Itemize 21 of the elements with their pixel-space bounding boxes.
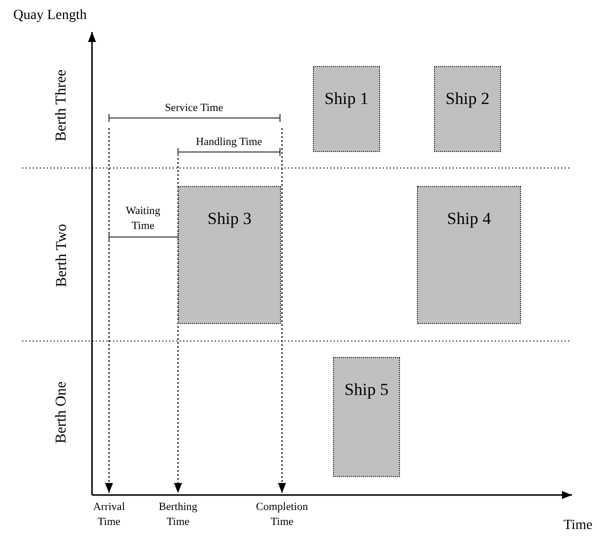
ship-label: Ship 4 (446, 209, 492, 229)
ship-block (178, 186, 281, 324)
axis-title: Quay Length (12, 8, 88, 22)
ship-block (333, 357, 400, 477)
axis-title: Time (562, 518, 594, 532)
dimension-label: Waiting Time (124, 204, 162, 234)
axis-tick-label: Berthing Time (158, 500, 198, 530)
ship-label: Ship 2 (444, 89, 490, 109)
ship-block (417, 186, 521, 324)
ship-block (313, 66, 380, 152)
axis-tick-label: Arrival Time (92, 500, 126, 530)
ship-block (434, 66, 501, 152)
berth-label: Berth One (54, 380, 70, 444)
berth-label: Berth Three (54, 69, 70, 141)
berth-label: Berth Two (54, 223, 70, 287)
dimension-label: Handling Time (194, 134, 264, 150)
ship-label: Ship 5 (344, 380, 390, 400)
ship-label: Ship 3 (206, 209, 252, 229)
ship-label: Ship 1 (324, 89, 370, 109)
axis-tick-label: Completion Time (255, 500, 309, 530)
dimension-label: Service Time (164, 100, 224, 116)
